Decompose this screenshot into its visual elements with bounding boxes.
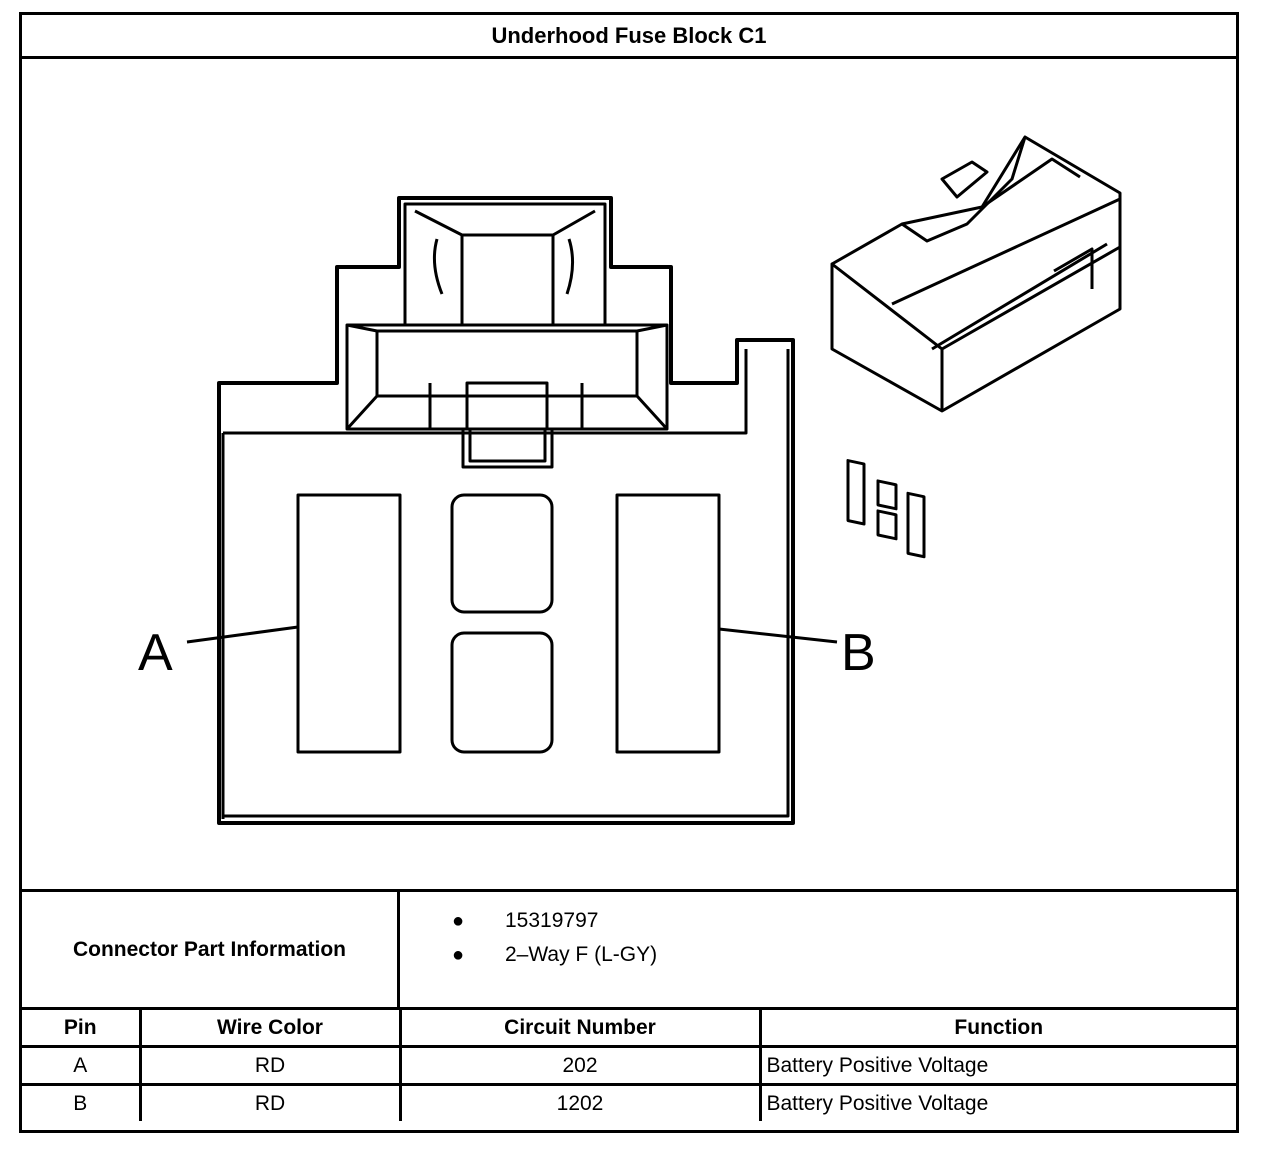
cell-pin: B	[22, 1083, 142, 1121]
bullet-icon: ●	[452, 944, 465, 966]
table-header-row: Pin Wire Color Circuit Number Function	[22, 1010, 1236, 1048]
cell-wire-color: RD	[138, 1083, 402, 1121]
pin-a-leader	[186, 625, 299, 644]
cell-pin: A	[22, 1045, 142, 1086]
bullet-icon: ●	[452, 910, 465, 932]
part-number: 15319797	[505, 909, 599, 932]
header-wire-color: Wire Color	[138, 1010, 402, 1048]
cell-circuit-number: 202	[398, 1045, 762, 1086]
connector-drawing: A B	[22, 59, 1236, 889]
connector-part-info-list: ● 15319797 ● 2–Way F (L-GY)	[400, 904, 657, 972]
connector-sheet: Underhood Fuse Block C1	[19, 12, 1239, 1133]
header-circuit-number: Circuit Number	[398, 1010, 762, 1048]
cavity-center-upper	[450, 493, 554, 614]
cavity-center-lower	[450, 631, 554, 754]
header-function: Function	[758, 1010, 1236, 1048]
cell-function: Battery Positive Voltage	[758, 1083, 1236, 1121]
connector-description: 2–Way F (L-GY)	[505, 943, 658, 966]
connector-front-face	[186, 196, 838, 825]
header-pin: Pin	[22, 1010, 142, 1048]
cell-function: Battery Positive Voltage	[758, 1045, 1236, 1086]
pin-a-label: A	[138, 624, 173, 682]
table-row: B RD 1202 Battery Positive Voltage	[22, 1083, 1236, 1121]
pin-table: Pin Wire Color Circuit Number Function A…	[22, 1010, 1236, 1121]
connector-part-info-label: Connector Part Information	[22, 892, 400, 1007]
list-item: ● 2–Way F (L-GY)	[400, 938, 657, 972]
page-title: Underhood Fuse Block C1	[22, 15, 1236, 59]
pin-b-label: B	[841, 624, 876, 682]
cavity-a	[296, 493, 402, 754]
cell-circuit-number: 1202	[398, 1083, 762, 1121]
connector-isometric-view	[830, 135, 1122, 559]
cell-wire-color: RD	[138, 1045, 402, 1086]
list-item: ● 15319797	[400, 904, 657, 938]
connector-part-info: Connector Part Information ● 15319797 ● …	[22, 889, 1236, 1010]
connector-face-view: A B	[138, 135, 1122, 825]
pin-b-leader	[718, 627, 838, 644]
table-row: A RD 202 Battery Positive Voltage	[22, 1045, 1236, 1086]
cavity-b	[615, 493, 721, 754]
